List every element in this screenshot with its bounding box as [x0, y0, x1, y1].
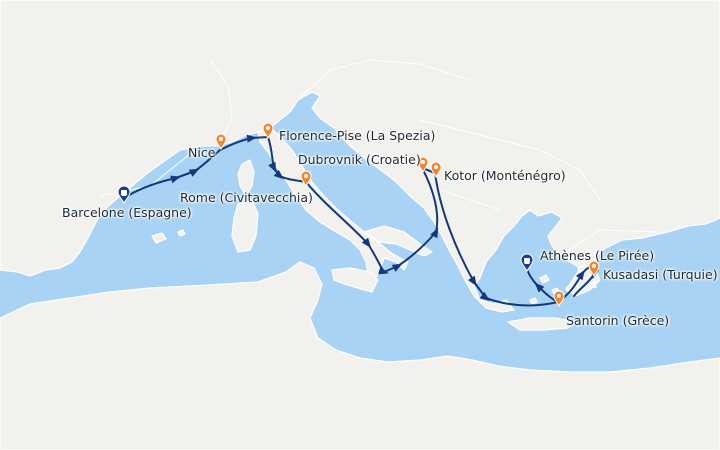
land-crete [507, 317, 577, 331]
cruise-route [123, 134, 600, 307]
land-europe [0, 0, 720, 313]
route-leg-santorin-athenes [525, 265, 559, 303]
country-borders [99, 59, 661, 257]
route-leg-barcelone-nice [123, 149, 221, 199]
port-label-florence: Florence-Pise (La Spezia) [279, 128, 436, 143]
port-label-barcelone: Barcelone (Espagne) [62, 205, 192, 220]
home-port-marker-athenes[interactable] [520, 253, 534, 272]
land-corsica [237, 159, 255, 197]
route-leg-nice-florence [219, 134, 269, 151]
port-label-athenes: Athènes (Le Pirée) [540, 248, 655, 263]
home-port-marker-barcelone[interactable] [117, 185, 131, 204]
land-balearic [151, 229, 186, 244]
port-label-santorin: Santorin (Grèce) [566, 313, 670, 328]
land-africa [0, 261, 720, 450]
route-leg-kotor-santorin [434, 172, 559, 307]
port-label-rome: Rome (Civitavecchia) [180, 190, 313, 205]
land-sardinia [231, 199, 259, 253]
route-leg-rome-dubrovnik [305, 167, 439, 275]
port-label-kotor: Kotor (Monténégro) [444, 168, 566, 183]
port-label-nice: Nice [188, 145, 216, 160]
port-marker-santorin[interactable] [553, 290, 565, 307]
port-label-dubrovnik: Dubrovnik (Croatie) [298, 152, 421, 167]
route-leg-florence-rome [267, 136, 307, 183]
port-label-kusadasi: Kusadasi (Turquie) [603, 267, 718, 282]
